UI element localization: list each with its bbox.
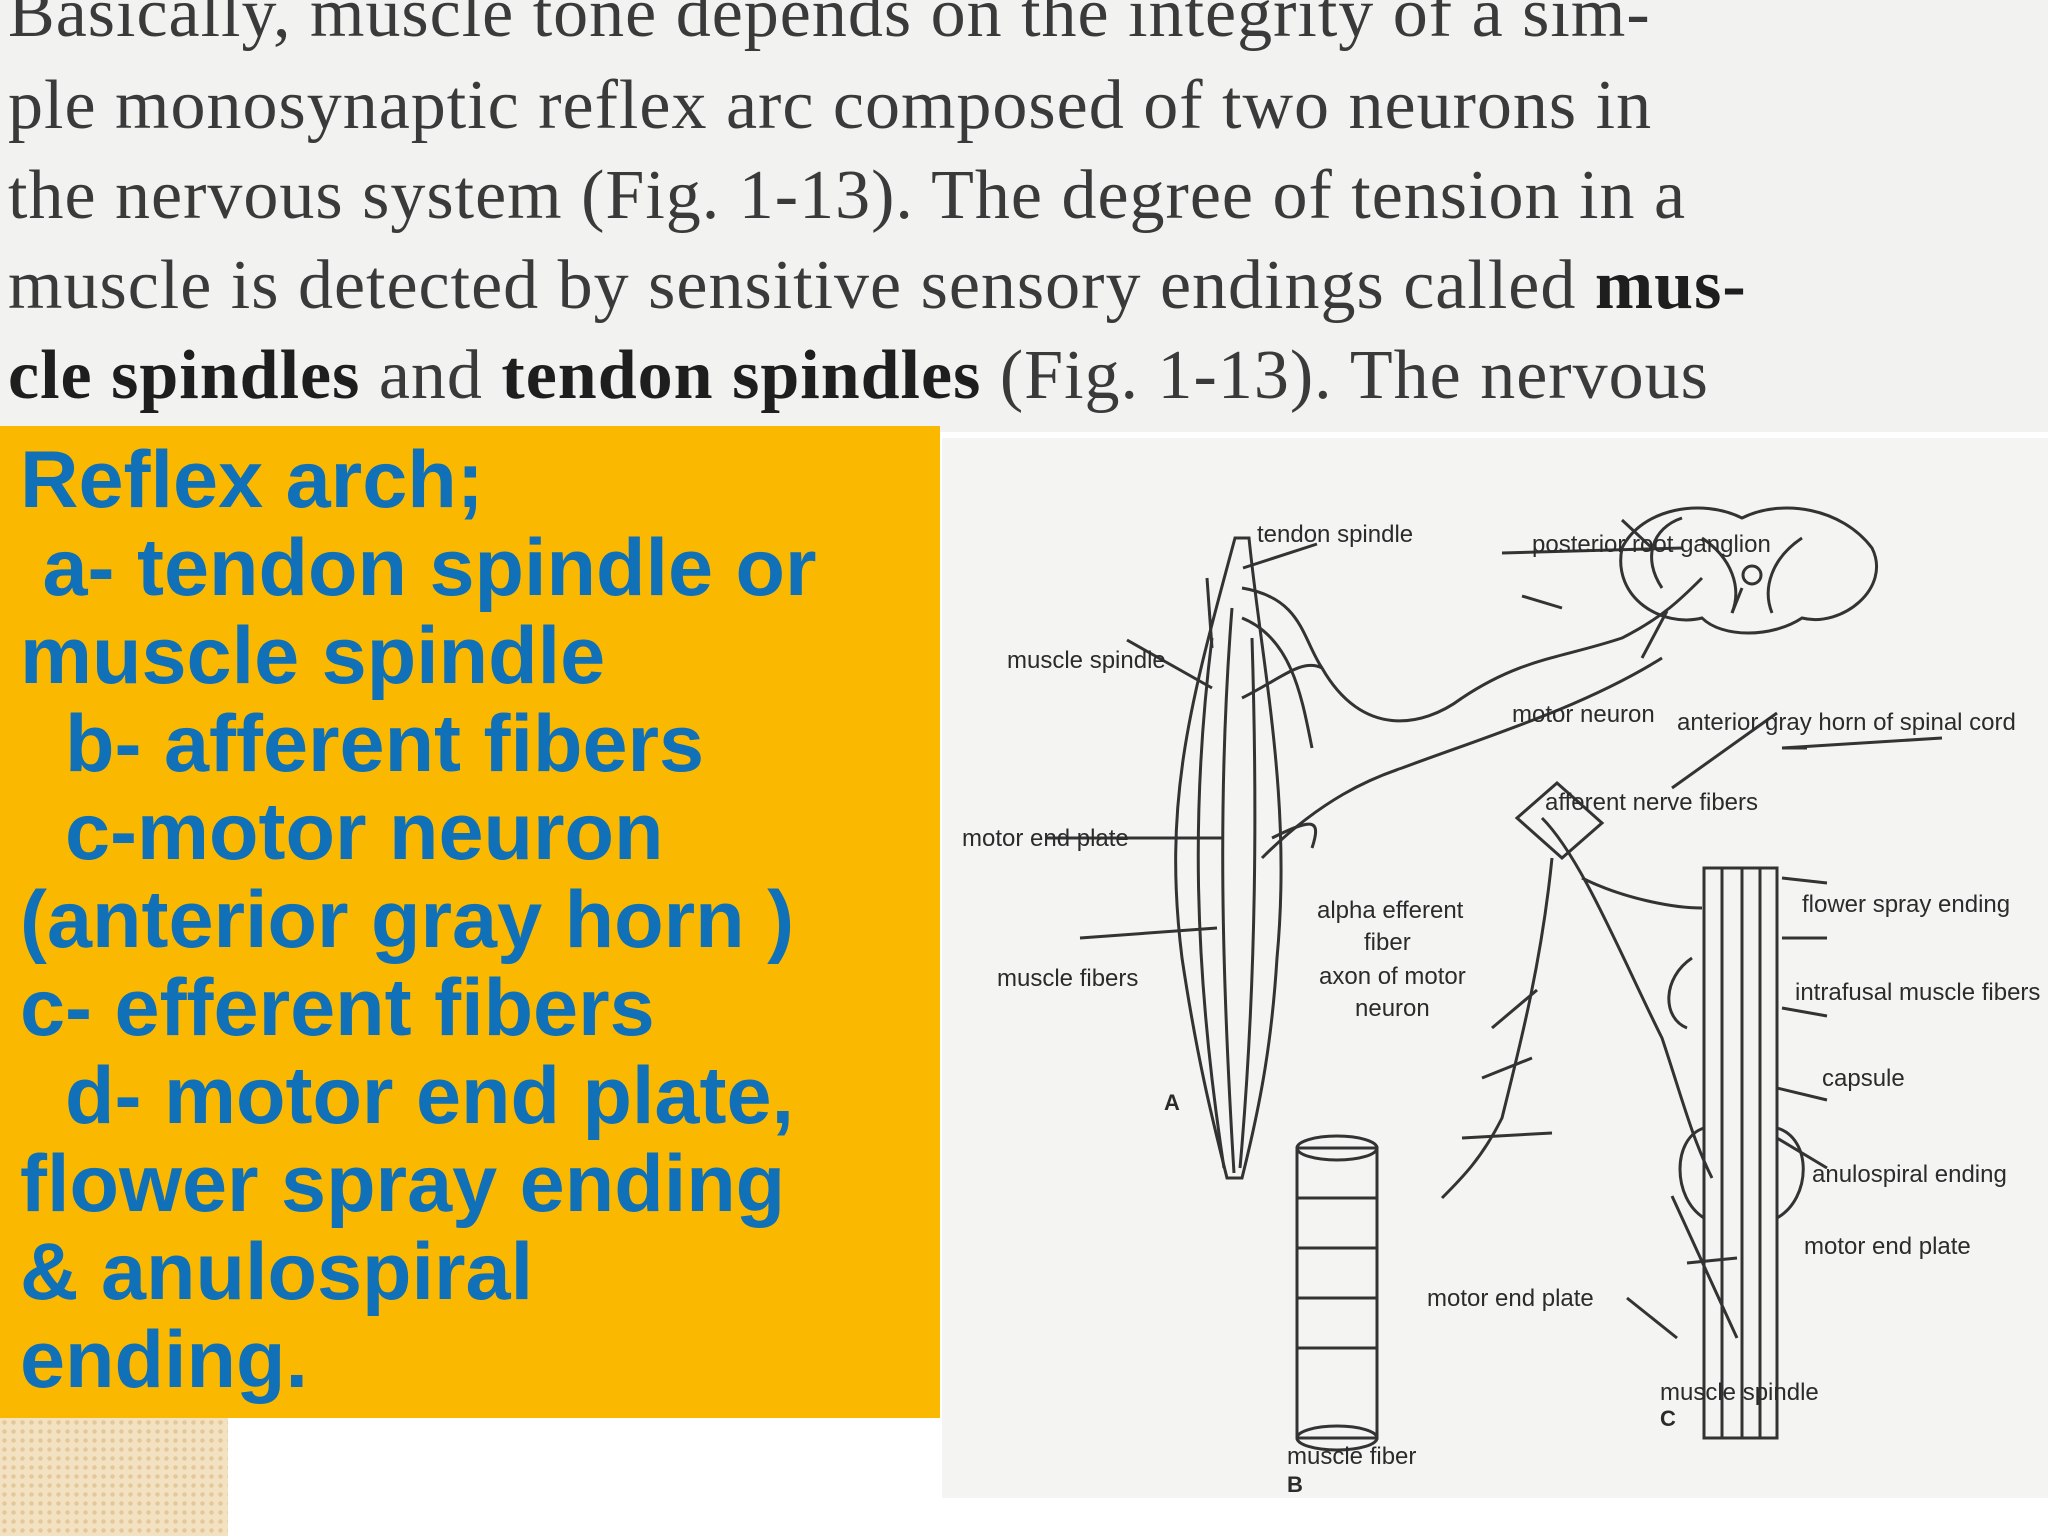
label-alpha-efferent-2: fiber (1364, 929, 1411, 956)
muscle-fiber-cylinder (1295, 1146, 1379, 1440)
label-anterior-gray-horn: anterior gray horn of spinal cord (1677, 709, 2016, 736)
label-muscle-fiber-b: muscle fiber (1287, 1443, 1416, 1470)
panel-line-5: c-motor neuron (20, 787, 664, 877)
panel-line-9: flower spray ending (20, 1139, 786, 1229)
figure-line-art (1047, 506, 1943, 1452)
label-tendon-spindle: tendon spindle (1257, 521, 1413, 548)
panel-letter-b: B (1287, 1472, 1303, 1497)
panel-line-11: ending. (20, 1315, 308, 1405)
panel-letter-c: C (1660, 1406, 1676, 1431)
scanned-textbook-paragraph: Basically, muscle tone depends on the in… (0, 0, 2048, 432)
panel-line-8: d- motor end plate, (20, 1051, 795, 1141)
posterior-root (1650, 516, 1683, 589)
panel-line-7: c- efferent fibers (20, 963, 655, 1053)
panel-line-10: & anulospiral (20, 1227, 534, 1317)
panel-line-6: (anterior gray horn ) (20, 875, 795, 965)
label-capsule: capsule (1822, 1065, 1905, 1092)
text-line-3: the nervous system (Fig. 1-13). The degr… (8, 157, 1687, 234)
label-afferent-nerve-fibers: afferent nerve fibers (1545, 789, 1758, 816)
label-posterior-root-ganglion: posterior root ganglion (1532, 531, 1771, 558)
label-alpha-efferent-4: neuron (1355, 995, 1430, 1022)
panel-line-3: muscle spindle (20, 611, 606, 701)
afferent-nerve-fibers (1540, 816, 1714, 1179)
text-line-2: ple monosynaptic reflex arc composed of … (8, 67, 1653, 144)
text-line-4: muscle is detected by sensitive sensory … (8, 247, 1747, 324)
label-anulospiral-ending: anulospiral ending (1812, 1161, 2007, 1188)
panel-letter-a: A (1164, 1090, 1180, 1115)
muscle-spindle-capsule (1702, 866, 1779, 1440)
muscle-belly-outline (1174, 536, 1283, 1180)
alpha-efferent-fiber (1440, 857, 1554, 1200)
reflex-arc-figure: posterior root ganglion tendon spindle m… (942, 438, 2048, 1498)
nerve-bundle-cut (1514, 781, 1605, 860)
label-alpha-efferent-1: alpha efferent (1317, 897, 1464, 924)
label-motor-end-plate-c: motor end plate (1804, 1233, 1971, 1260)
reflex-arc-illustration: posterior root ganglion tendon spindle m… (962, 506, 2040, 1497)
panel-line-2: a- tendon spindle or (20, 523, 817, 613)
panel-line-1: Reflex arch; (20, 435, 484, 525)
afferent-nerve-path (1241, 576, 1704, 723)
label-alpha-efferent-3: axon of motor (1319, 963, 1466, 990)
label-muscle-spindle-c: muscle spindle (1660, 1379, 1819, 1406)
label-flower-spray-ending: flower spray ending (1802, 891, 2010, 918)
panel-line-4: b- afferent fibers (20, 699, 705, 789)
label-intrafusal-muscle-fibers: intrafusal muscle fibers (1795, 979, 2040, 1006)
label-motor-neuron: motor neuron (1512, 701, 1655, 728)
figure-labels: posterior root ganglion tendon spindle m… (962, 521, 2040, 1497)
label-muscle-spindle-a: muscle spindle (1007, 647, 1166, 674)
decorative-corner-texture (0, 1418, 228, 1536)
label-motor-end-plate-a: motor end plate (962, 825, 1129, 852)
text-line-5: cle spindles and tendon spindles (Fig. 1… (8, 337, 1709, 414)
label-muscle-fibers: muscle fibers (997, 965, 1138, 992)
text-line-1: Basically, muscle tone depends on the in… (8, 0, 1651, 52)
reflex-arch-label-panel: Reflex arch; a- tendon spindle or muscle… (0, 426, 940, 1418)
spinal-cord-cross-section (1619, 506, 1879, 635)
label-motor-end-plate-b: motor end plate (1427, 1285, 1594, 1312)
